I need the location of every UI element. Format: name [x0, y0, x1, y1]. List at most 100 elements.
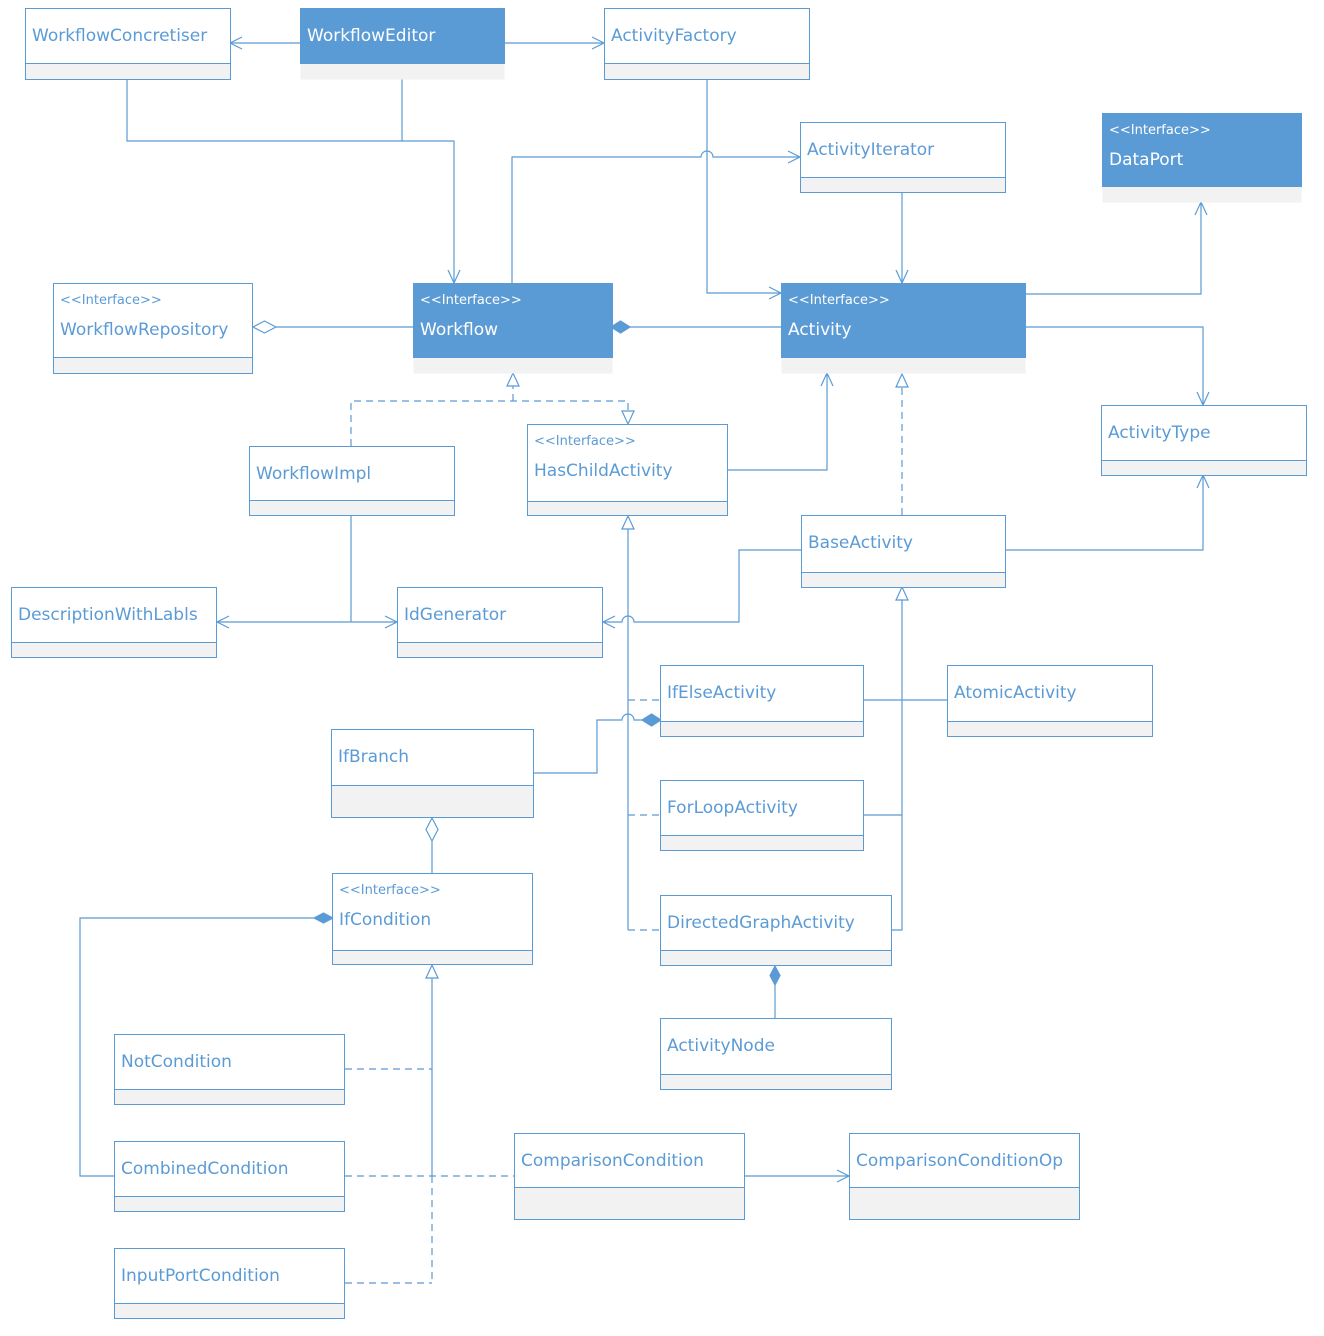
- class-name: NotCondition: [121, 1052, 232, 1072]
- class-attributes-compartment: [1101, 460, 1307, 476]
- generalization-triangle: [895, 585, 909, 601]
- hca-to-activity-line: [727, 373, 828, 471]
- realization-triangle: [621, 514, 635, 530]
- class-box-if-branch: IfBranch: [331, 729, 534, 818]
- class-attributes-compartment: [114, 1089, 345, 1105]
- class-box-input-port-condition: InputPortCondition: [114, 1248, 345, 1319]
- class-name: IfElseActivity: [667, 683, 776, 703]
- class-name: HasChildActivity: [534, 461, 673, 481]
- class-box-body: [527, 424, 728, 516]
- class-name: IdGenerator: [404, 605, 506, 625]
- activity-to-dataport-line: [1025, 202, 1202, 295]
- class-stereotype: <<Interface>>: [420, 293, 522, 308]
- class-name: ActivityNode: [667, 1036, 775, 1056]
- class-box-directed-graph-activity: DirectedGraphActivity: [660, 895, 892, 966]
- class-attributes-compartment: [604, 63, 810, 80]
- class-attributes-compartment: [249, 500, 455, 516]
- class-box-for-loop-activity: ForLoopActivity: [660, 780, 864, 851]
- class-box-activity-type: ActivityType: [1101, 405, 1307, 476]
- class-name: WorkflowImpl: [256, 464, 371, 484]
- concretiser-to-workflow-line: [126, 79, 455, 283]
- class-attributes-compartment: [397, 642, 603, 658]
- class-name: AtomicActivity: [954, 683, 1077, 703]
- class-name: ActivityType: [1108, 423, 1211, 443]
- class-box-comparison-condition: ComparisonCondition: [514, 1133, 745, 1220]
- class-header: [300, 8, 505, 64]
- class-box-workflow-editor: WorkflowEditor: [300, 8, 505, 80]
- class-attributes-compartment: [660, 1074, 892, 1090]
- class-attributes-compartment: [331, 785, 534, 818]
- class-name: Activity: [788, 320, 852, 340]
- realization-triangle: [621, 410, 635, 426]
- class-box-workflow-concretiser: WorkflowConcretiser: [25, 8, 231, 80]
- class-name: Workflow: [420, 320, 498, 340]
- realization-triangle: [895, 372, 909, 388]
- base-to-activitytype-line: [1005, 475, 1204, 551]
- realization-triangle: [425, 963, 439, 979]
- class-stereotype: <<Interface>>: [788, 293, 890, 308]
- composition-diamond: [312, 912, 335, 924]
- combined-to-ifcondition-line: [79, 917, 314, 1177]
- impl-realization-line: [350, 400, 629, 446]
- class-name: ActivityFactory: [611, 26, 737, 46]
- workflow-to-iterator-line: [511, 150, 800, 283]
- class-header: [781, 283, 1026, 358]
- class-name: DataPort: [1109, 150, 1184, 170]
- class-attributes-compartment: [11, 642, 217, 658]
- class-stereotype: <<Interface>>: [1109, 123, 1211, 138]
- base-to-idgenerator-line: [603, 549, 801, 623]
- class-name: ActivityIterator: [807, 140, 934, 160]
- class-box-description-with-labls: DescriptionWithLabls: [11, 587, 217, 658]
- class-attributes-compartment: [660, 835, 864, 851]
- composition-diamond: [609, 320, 632, 334]
- class-attributes-compartment: [53, 357, 253, 374]
- composition-diamond: [769, 964, 781, 987]
- class-box-not-condition: NotCondition: [114, 1034, 345, 1105]
- class-attributes-compartment: [527, 501, 728, 516]
- class-name: WorkflowEditor: [307, 26, 435, 46]
- class-box-body: [332, 873, 533, 965]
- class-box-activity-iterator: ActivityIterator: [800, 122, 1006, 193]
- class-name: DescriptionWithLabls: [18, 605, 198, 625]
- class-box-workflow: <<Interface>> Workflow: [413, 283, 613, 374]
- class-name: IfCondition: [339, 910, 431, 930]
- class-box-base-activity: BaseActivity: [801, 515, 1006, 588]
- ifelse-to-ifbranch-line: [534, 713, 642, 774]
- class-box-if-condition: <<Interface>> IfCondition: [332, 873, 533, 965]
- class-box-activity: <<Interface>> Activity: [781, 283, 1026, 374]
- class-box-combined-condition: CombinedCondition: [114, 1141, 345, 1212]
- class-box-comparison-condition-op: ComparisonConditionOp: [849, 1133, 1080, 1220]
- class-attributes-compartment: [801, 572, 1006, 588]
- class-box-id-generator: IdGenerator: [397, 587, 603, 658]
- class-box-data-port: <<Interface>> DataPort: [1102, 113, 1302, 203]
- class-attributes-compartment: [800, 177, 1006, 193]
- class-name: BaseActivity: [808, 533, 913, 553]
- generalization-trunk: [892, 600, 903, 931]
- class-stereotype: <<Interface>>: [534, 434, 636, 449]
- class-attributes-compartment: [514, 1187, 745, 1220]
- realization-triangle: [506, 371, 520, 387]
- class-box-if-else-activity: IfElseActivity: [660, 665, 864, 737]
- class-name: ComparisonConditionOp: [856, 1151, 1063, 1171]
- class-name: CombinedCondition: [121, 1159, 289, 1179]
- class-attributes-compartment: [114, 1196, 345, 1212]
- class-name: WorkflowConcretiser: [32, 26, 207, 46]
- class-header: [413, 283, 613, 358]
- class-name: WorkflowRepository: [60, 320, 228, 340]
- class-name: ForLoopActivity: [667, 798, 798, 818]
- class-attributes-compartment: [947, 721, 1153, 737]
- class-name: ComparisonCondition: [521, 1151, 704, 1171]
- class-stereotype: <<Interface>>: [339, 883, 441, 898]
- composition-diamond: [640, 713, 663, 727]
- class-attributes-compartment: [332, 950, 533, 965]
- class-box-activity-node: ActivityNode: [660, 1018, 892, 1090]
- class-box-has-child-activity: <<Interface>> HasChildActivity: [527, 424, 728, 516]
- class-box-activity-factory: ActivityFactory: [604, 8, 810, 80]
- class-attributes-compartment: [660, 950, 892, 966]
- aggregation-diamond: [251, 320, 278, 334]
- class-stereotype: <<Interface>>: [60, 293, 162, 308]
- aggregation-diamond: [425, 816, 439, 843]
- class-box-workflow-impl: WorkflowImpl: [249, 446, 455, 516]
